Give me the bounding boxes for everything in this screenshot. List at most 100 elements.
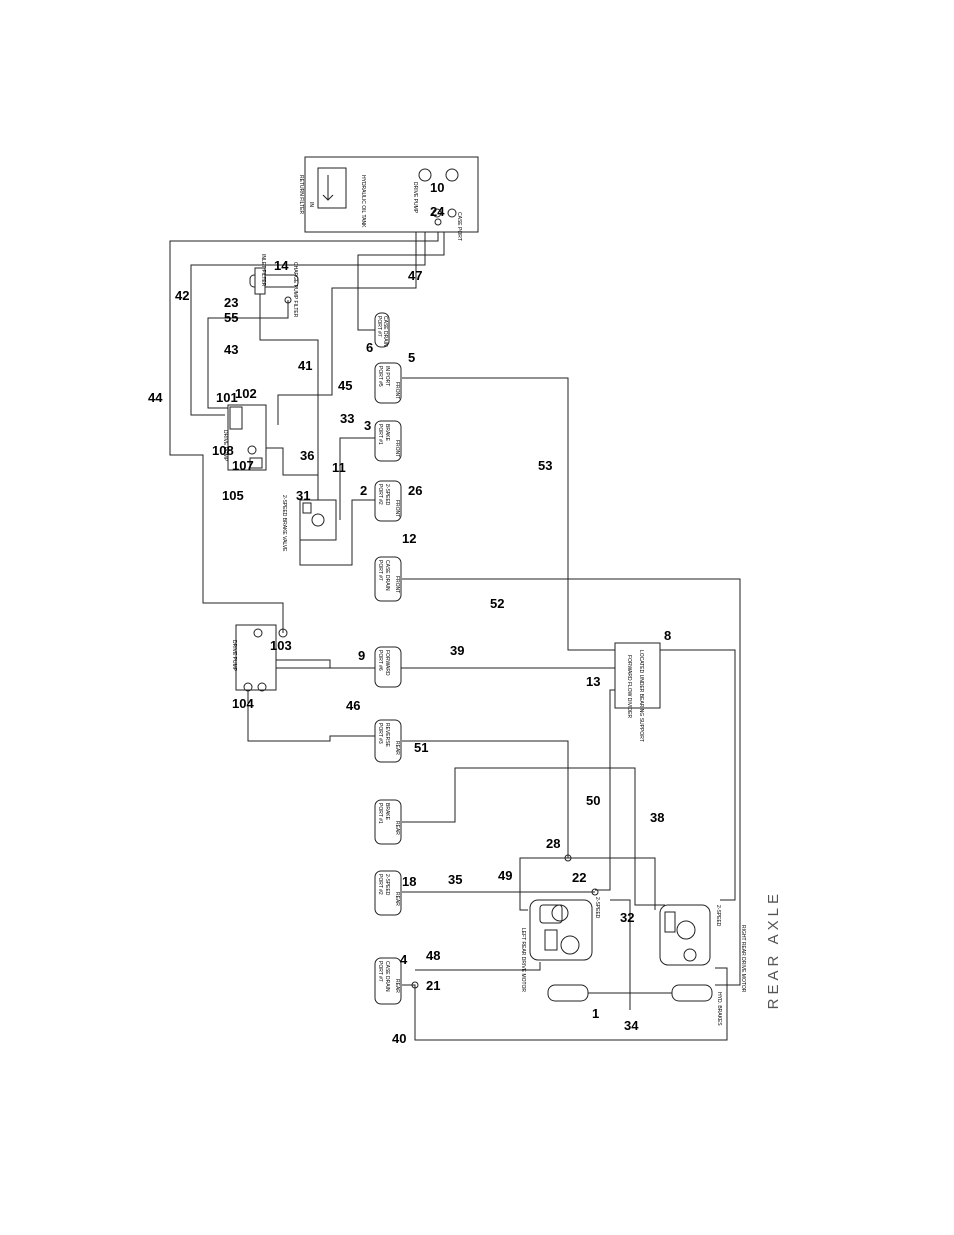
svg-text:PORT #2: PORT #2	[377, 484, 383, 505]
svg-text:PORT #2: PORT #2	[377, 874, 383, 895]
svg-text:PORT #7: PORT #7	[376, 316, 382, 337]
left-rear-drive-motor: LEFT REAR DRIVE MOTOR 2-SPEED	[520, 897, 600, 992]
port-box: PORT #7 CASE DRAIN REAR	[374, 957, 402, 1005]
port-box: PORT #2 2-SPEED REAR	[374, 870, 402, 916]
svg-text:PORT #7: PORT #7	[377, 560, 383, 581]
port-box: PORT #5 IN PORT FRONT	[374, 362, 402, 404]
callout: 8	[664, 628, 671, 643]
svg-text:REAR: REAR	[394, 979, 400, 993]
svg-text:CASE DRAIN: CASE DRAIN	[382, 316, 388, 347]
two-speed-right-label: 2-SPEED	[715, 905, 721, 927]
svg-text:REAR: REAR	[394, 741, 400, 755]
callouts: 10 24 14 23 55 6 5 47 42 44 43 41 45 101…	[148, 180, 671, 1046]
callout: 14	[274, 258, 289, 273]
callout: 5	[408, 350, 415, 365]
svg-text:FORWARD: FORWARD	[384, 650, 390, 676]
tank-case-port-label: CASE PORT	[456, 212, 462, 241]
port-boxes: PORT #7 CASE DRAIN PORT #5 IN PORT FRONT…	[374, 312, 402, 1005]
callout: 32	[620, 910, 634, 925]
callout: 107	[232, 458, 254, 473]
tank-label: HYDRAULIC OIL TANK	[360, 175, 366, 228]
brake-valve-label: 2-SPEED BRAKE VALVE	[281, 495, 287, 552]
tank-port-circle	[432, 208, 442, 218]
two-speed-brake-valve: 2-SPEED BRAKE VALVE	[281, 495, 337, 552]
svg-text:REAR: REAR	[394, 892, 400, 906]
charge-pump-filter-label: CHARGE PUMP FILTER	[292, 262, 298, 318]
callout: 49	[498, 868, 512, 883]
callout: 31	[296, 488, 310, 503]
svg-text:2-SPEED: 2-SPEED	[384, 874, 390, 896]
right-rear-drive-motor: RIGHT REAR DRIVE MOTOR 2-SPEED	[659, 904, 746, 993]
callout: 4	[400, 952, 408, 967]
svg-text:FRONT: FRONT	[394, 440, 400, 457]
callout: 53	[538, 458, 552, 473]
callout: 108	[212, 443, 234, 458]
svg-text:PORT #6: PORT #6	[377, 650, 383, 671]
callout: 12	[402, 531, 416, 546]
callout: 102	[235, 386, 257, 401]
tank-drive-pump-label: DRIVE PUMP	[412, 182, 418, 214]
callout: 44	[148, 390, 163, 405]
callout: 41	[298, 358, 312, 373]
svg-text:PORT #3: PORT #3	[377, 723, 383, 744]
callout: 36	[300, 448, 314, 463]
svg-text:PORT #5: PORT #5	[377, 366, 383, 387]
svg-text:FRONT: FRONT	[394, 576, 400, 593]
svg-text:IN PORT: IN PORT	[384, 366, 390, 386]
left-motor-label: LEFT REAR DRIVE MOTOR	[520, 928, 526, 992]
callout: 13	[586, 674, 600, 689]
callout: 105	[222, 488, 244, 503]
two-speed-left-label: 2-SPEED	[594, 897, 600, 919]
callout: 33	[340, 411, 354, 426]
callout: 24	[430, 204, 445, 219]
svg-text:2-SPEED: 2-SPEED	[384, 484, 390, 506]
port-box: PORT #6 FORWARD	[374, 646, 402, 688]
hose-lines	[169, 222, 741, 1041]
svg-text:PORT #7: PORT #7	[377, 961, 383, 982]
callout: 55	[224, 310, 238, 325]
svg-text:CASE DRAIN: CASE DRAIN	[384, 961, 390, 992]
tank-port-circle	[445, 168, 459, 182]
port-box: PORT #7 CASE DRAIN	[374, 312, 390, 348]
hyd-brakes-label: HYD. BRAKES	[716, 992, 722, 1026]
svg-text:REAR: REAR	[394, 821, 400, 835]
upper-drive-pump-label: DRIVE PUMP	[222, 430, 228, 462]
callout: 104	[232, 696, 254, 711]
right-motor-label: RIGHT REAR DRIVE MOTOR	[740, 925, 746, 993]
svg-text:CASE DRAIN: CASE DRAIN	[384, 560, 390, 591]
callout: 101	[216, 390, 238, 405]
callout: 50	[586, 793, 600, 808]
callout: 26	[408, 483, 422, 498]
callout: 34	[624, 1018, 639, 1033]
port-box: PORT #7 CASE DRAIN FRONT	[374, 556, 402, 602]
callout: 46	[346, 698, 360, 713]
callout: 35	[448, 872, 462, 887]
callout: 28	[546, 836, 560, 851]
tank-port-circle	[447, 208, 457, 218]
tank-port-circle	[418, 168, 432, 182]
port-box: PORT #1 BRAKE REAR	[374, 799, 402, 845]
callout: 52	[490, 596, 504, 611]
callout: 45	[338, 378, 352, 393]
junction-dots	[284, 218, 599, 989]
hydraulic-brakes: HYD. BRAKES	[547, 984, 722, 1026]
callout: 1	[592, 1006, 599, 1021]
svg-text:REVERSE: REVERSE	[384, 723, 390, 748]
svg-text:BRAKE: BRAKE	[384, 803, 390, 821]
svg-text:FRONT: FRONT	[394, 382, 400, 399]
svg-text:BRAKE: BRAKE	[384, 424, 390, 442]
callout: 39	[450, 643, 464, 658]
callout: 3	[364, 418, 371, 433]
callout: 48	[426, 948, 440, 963]
callout: 103	[270, 638, 292, 653]
callout: 21	[426, 978, 440, 993]
svg-text:PORT #1: PORT #1	[377, 803, 383, 824]
lower-drive-pump: DRIVE PUMP	[231, 624, 288, 692]
upper-drive-pump: DRIVE PUMP	[222, 404, 267, 471]
port-box: PORT #3 REVERSE REAR	[374, 719, 402, 763]
inlet-filter-label: INLET FILTER	[260, 254, 266, 287]
flow-divider: FORWARD FLOW DIVIDER LOCATED UNDER BEARI…	[614, 642, 661, 742]
callout: 6	[366, 340, 373, 355]
callout: 38	[650, 810, 664, 825]
